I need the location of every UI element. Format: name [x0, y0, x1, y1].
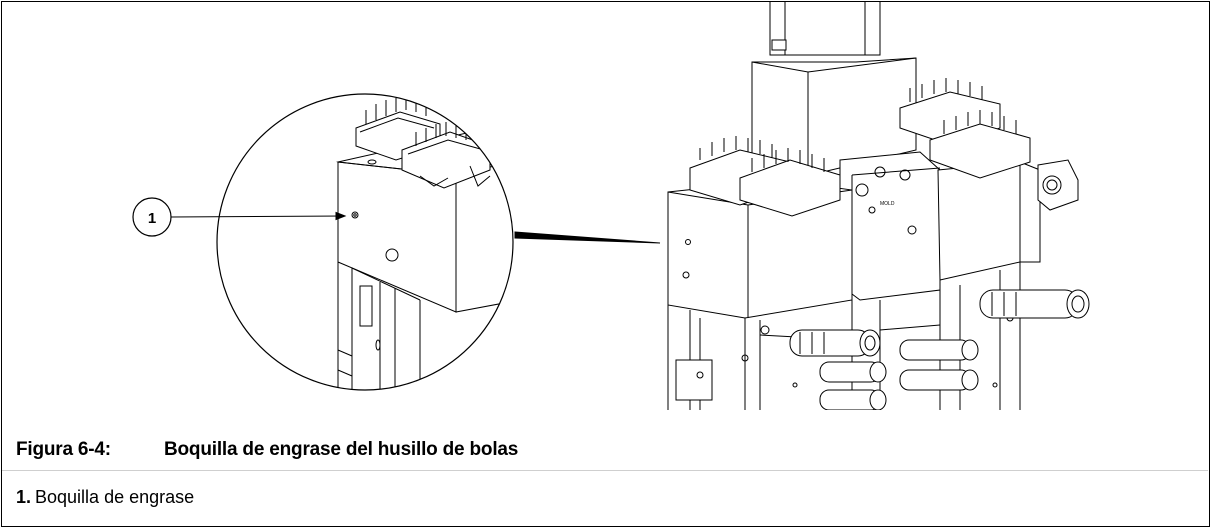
machine-illustration: 1 MOLD	[132, 2, 1090, 410]
figure-number: Figura 6-4:	[16, 439, 111, 460]
legend-item-text: Boquilla de engrase	[35, 487, 195, 507]
zoom-pointer	[514, 231, 661, 244]
figure-title: Boquilla de engrase del husillo de bolas	[164, 439, 519, 460]
callout-1: 1	[132, 197, 347, 237]
caption-divider	[2, 470, 1208, 471]
main-assembly: MOLD	[667, 2, 1090, 410]
svg-text:MOLD: MOLD	[880, 201, 895, 207]
legend-item: 1.Boquilla de engrase	[16, 487, 194, 508]
figure-caption: Figura 6-4: Boquilla de engrase del husil…	[16, 439, 518, 461]
legend-item-number: 1.	[16, 487, 32, 507]
callout-label: 1	[148, 210, 156, 227]
detail-magnifier	[216, 93, 514, 391]
